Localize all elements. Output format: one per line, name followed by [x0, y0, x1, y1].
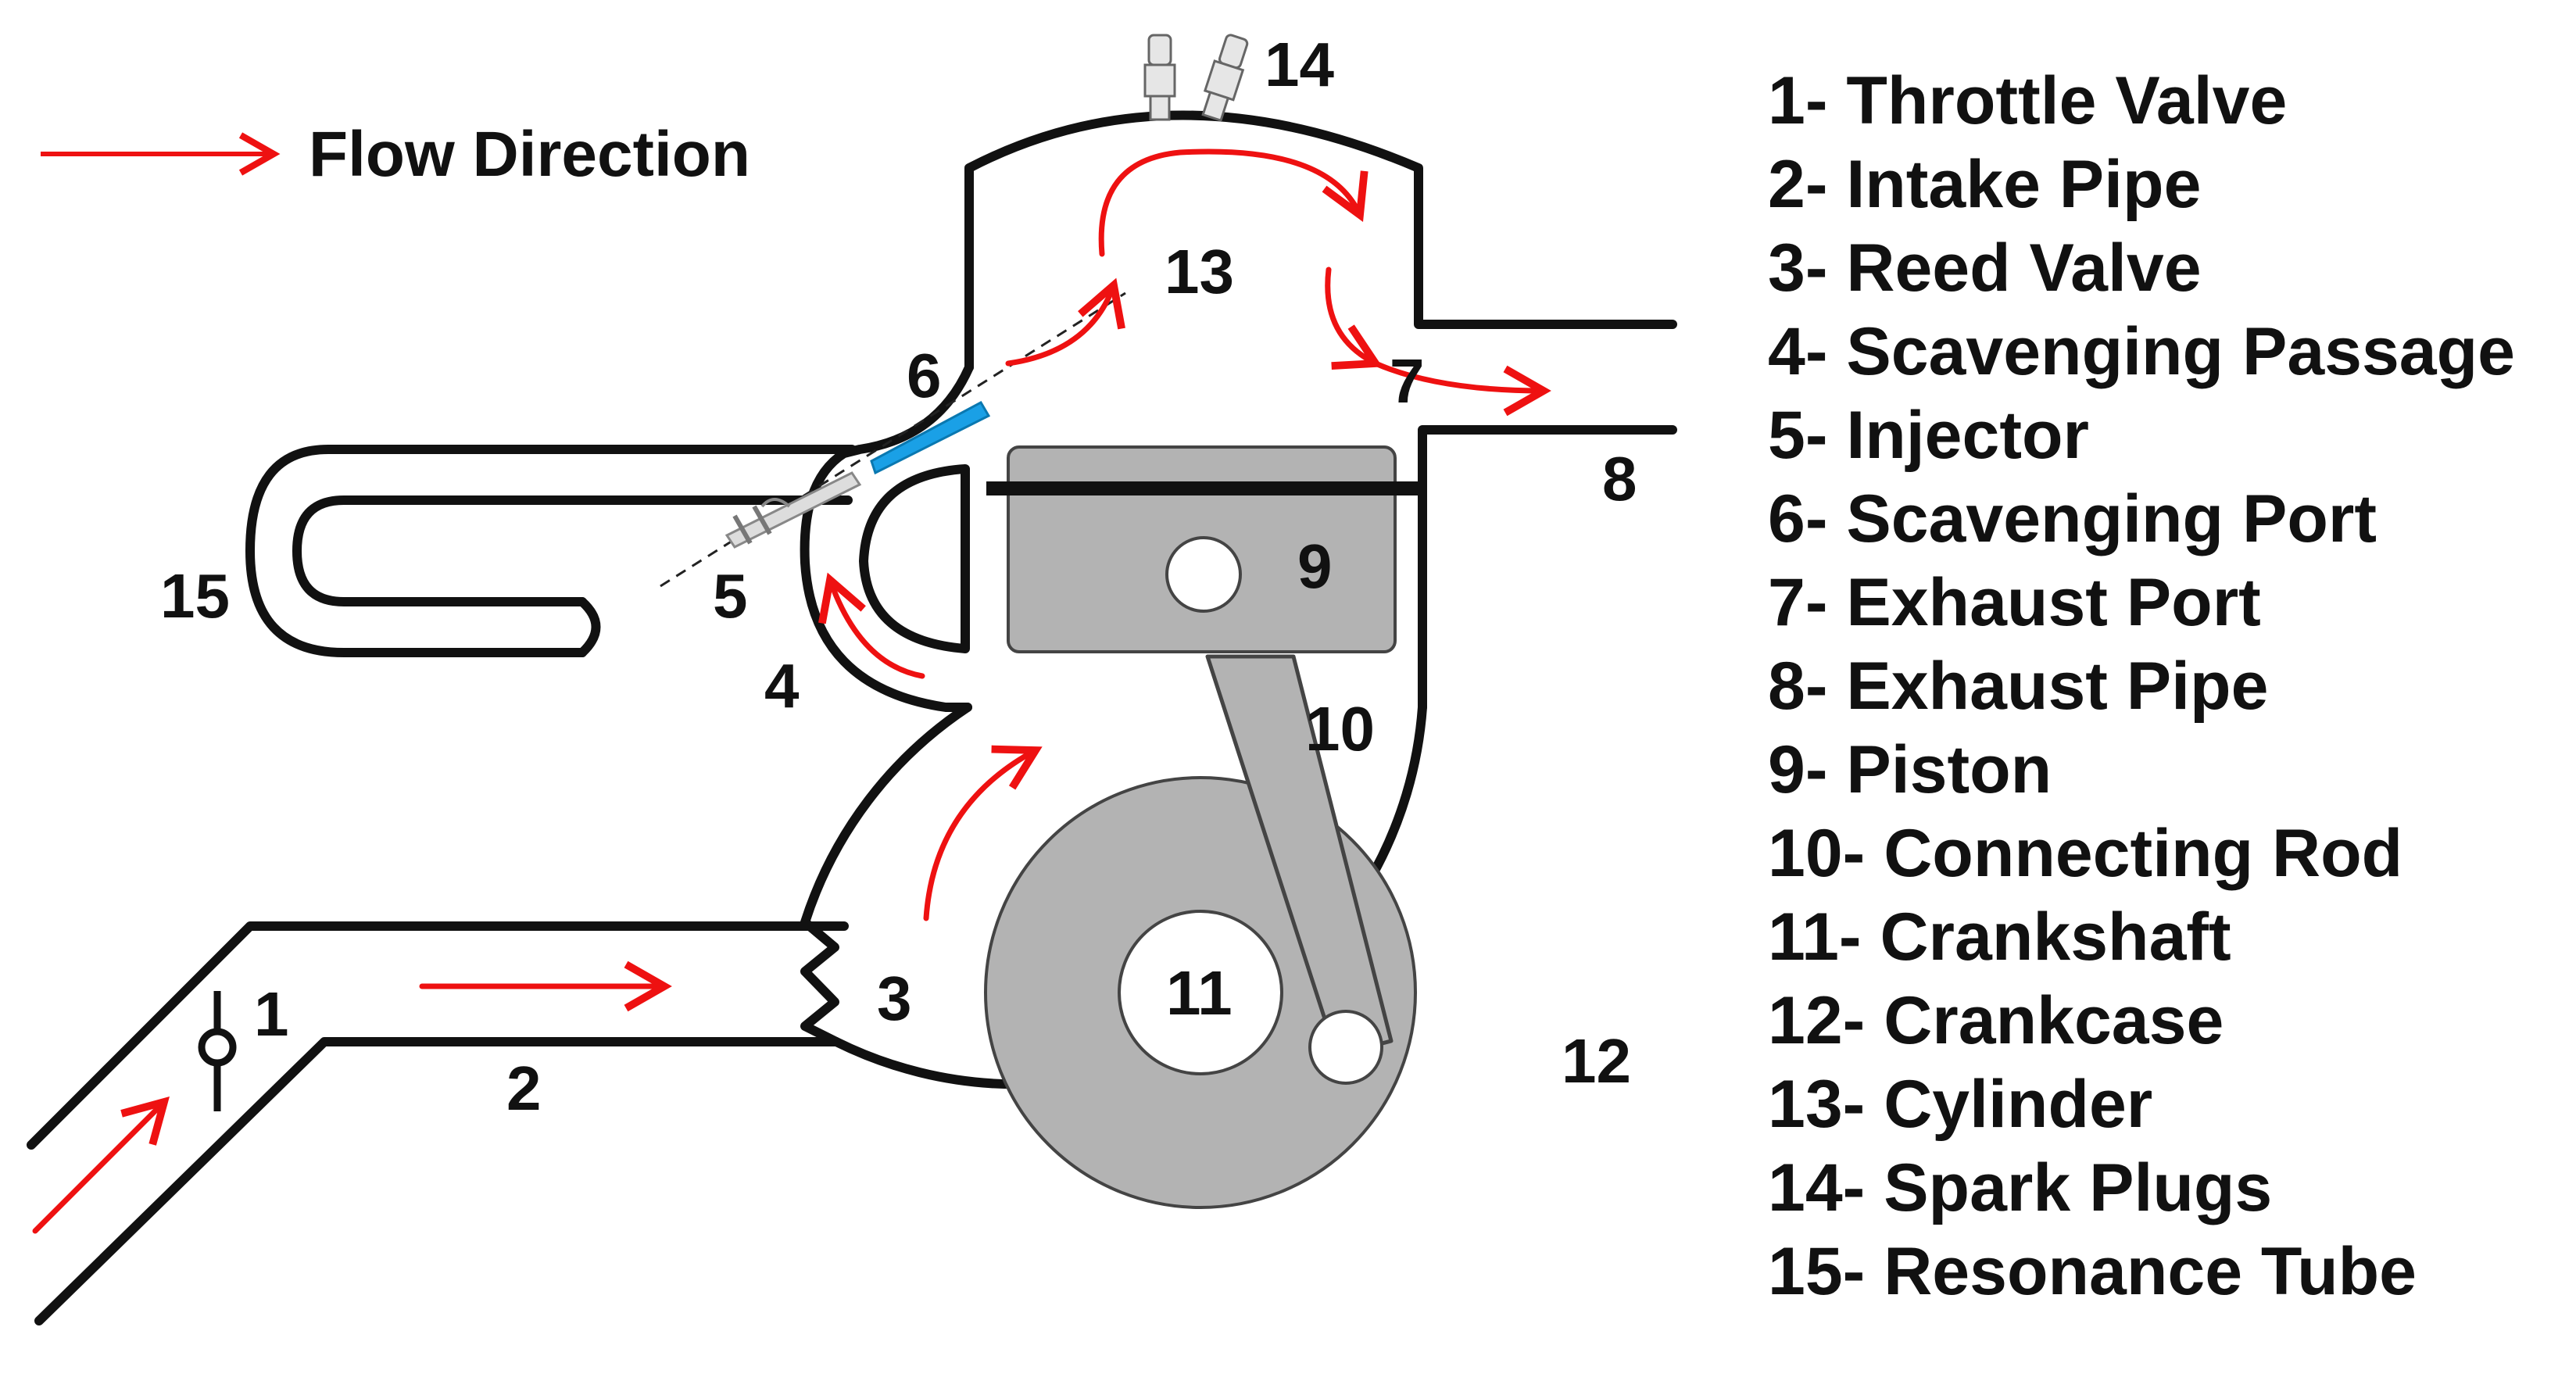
callout-8: 8 — [1602, 444, 1637, 513]
flow-arrow-exhaust — [1372, 360, 1551, 417]
legend-item: 8- Exhaust Pipe — [1768, 649, 2268, 724]
callout-13: 13 — [1165, 237, 1234, 306]
callout-9: 9 — [1297, 531, 1333, 601]
exhaust-pipe-lower-wall — [1418, 425, 1677, 712]
legend-item: 15- Resonance Tube — [1768, 1234, 2417, 1309]
callout-3: 3 — [877, 964, 912, 1033]
callout-10: 10 — [1305, 694, 1375, 764]
flow-arrow-cylinder-top — [1098, 148, 1368, 257]
flow-arrows — [32, 148, 1551, 1234]
callout-12: 12 — [1562, 1026, 1631, 1096]
resonance-tube-inner-wall — [292, 495, 853, 606]
callout-2: 2 — [506, 1054, 542, 1123]
flow-direction-label: Flow Direction — [309, 119, 750, 190]
legend-item: 2- Intake Pipe — [1768, 147, 2201, 222]
callout-11: 11 — [1166, 958, 1233, 1028]
crankshaft-hole — [1118, 910, 1283, 1075]
injector-icon — [724, 471, 862, 549]
injector-axis-line — [660, 292, 1126, 588]
piston — [986, 445, 1419, 653]
flow-arrow-cylinder-exit — [1325, 267, 1383, 370]
parts-legend: 1- Throttle Valve 2- Intake Pipe 3- Reed… — [1768, 63, 2515, 1309]
callout-5: 5 — [713, 561, 748, 631]
legend-item: 14- Spark Plugs — [1768, 1150, 2272, 1225]
engine-outline — [27, 110, 1677, 1325]
legend-item: 1- Throttle Valve — [1768, 63, 2287, 138]
throttle-valve-icon — [198, 991, 237, 1111]
cylinder-head-outline — [964, 110, 1677, 372]
callout-4: 4 — [764, 651, 800, 721]
intake-pipe-upper-wall — [27, 921, 849, 1150]
intake-pipe-lower-wall — [34, 1037, 841, 1325]
callout-14: 14 — [1265, 30, 1334, 99]
legend-item: 3- Reed Valve — [1768, 231, 2202, 306]
crank-pin — [1308, 1010, 1383, 1085]
connecting-rod — [1205, 654, 1394, 1085]
flow-arrow-scavenging-passage — [818, 572, 925, 679]
flow-arrow-intake-inlet — [32, 1096, 170, 1234]
callout-1: 1 — [254, 979, 289, 1049]
legend-item: 9- Piston — [1768, 732, 2052, 807]
legend-item: 12- Crankcase — [1768, 983, 2224, 1058]
callout-6: 6 — [907, 341, 942, 410]
legend-item: 4- Scavenging Passage — [1768, 314, 2515, 389]
scavenging-passage-outer-wall — [800, 363, 974, 712]
flow-arrow-scavenging-port — [1005, 277, 1125, 367]
wrist-pin — [1165, 536, 1242, 613]
flow-direction-legend: Flow Direction — [41, 119, 750, 190]
legend-item: 10- Connecting Rod — [1768, 816, 2402, 891]
legend-item: 6- Scavenging Port — [1768, 481, 2377, 556]
callout-numbers: 1 2 3 4 5 6 7 8 9 10 11 12 13 14 15 — [160, 30, 1637, 1123]
flow-arrow-crankcase — [923, 745, 1043, 921]
legend-item: 13- Cylinder — [1768, 1067, 2152, 1142]
scavenging-passage-inner-wall — [859, 464, 970, 653]
injector-spray — [870, 400, 991, 475]
resonance-tube-outline — [245, 445, 857, 657]
callout-7: 7 — [1390, 346, 1425, 416]
legend-item: 11- Crankshaft — [1768, 900, 2231, 975]
legend-item: 7- Exhaust Port — [1768, 565, 2261, 640]
resonance-tube-end-cap — [578, 597, 601, 657]
legend-item: 5- Injector — [1768, 398, 2089, 473]
spark-plug-icon — [1143, 34, 1249, 123]
callout-15: 15 — [160, 561, 230, 631]
